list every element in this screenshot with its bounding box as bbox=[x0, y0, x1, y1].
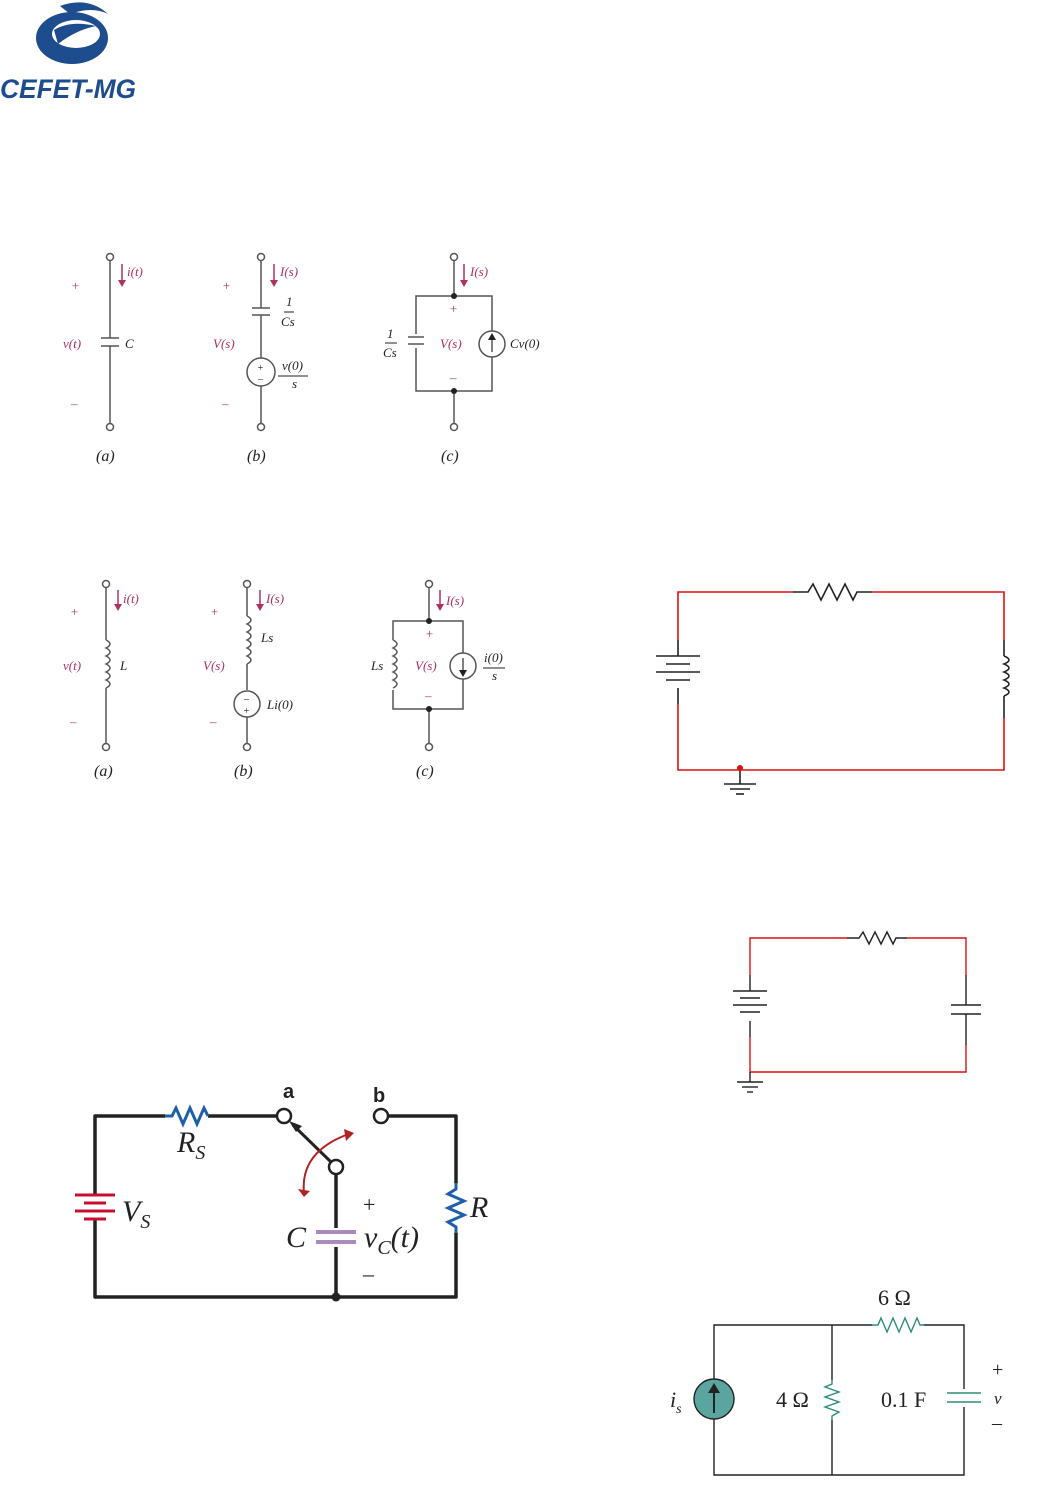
cap-b-plus: + bbox=[222, 278, 231, 293]
cap-b-imp-den: Cs bbox=[281, 314, 295, 329]
ind-c-plus: + bbox=[425, 626, 434, 641]
svg-text:is: is bbox=[670, 1387, 682, 1417]
ind-c-src-num: i(0) bbox=[484, 650, 503, 665]
cap-b-current: I(s) bbox=[279, 264, 298, 279]
cap-b-caption: (b) bbox=[247, 448, 266, 465]
vc-arg: (t) bbox=[391, 1221, 419, 1254]
switch-blade bbox=[289, 1121, 331, 1162]
ind-b-element: Ls bbox=[260, 630, 273, 645]
c-label: C bbox=[286, 1221, 307, 1254]
resistor-6-ohm bbox=[872, 1318, 924, 1332]
cap-b-minus: – bbox=[221, 396, 229, 411]
ind-a-voltage: v(t) bbox=[63, 658, 81, 673]
cap-b-src-num: v(0) bbox=[282, 358, 303, 373]
rc-circuit bbox=[725, 925, 990, 1100]
cap-c-minus: – bbox=[449, 370, 457, 385]
cap-c-imp-num: 1 bbox=[387, 326, 394, 341]
cap-c-current: I(s) bbox=[469, 264, 488, 279]
switch-contact-a bbox=[277, 1109, 291, 1123]
ind-a-element: L bbox=[119, 658, 127, 673]
rl-circuit bbox=[648, 578, 1018, 803]
cefet-mg-logo: CEFET-MG bbox=[0, 0, 150, 105]
cap-a-minus: – bbox=[70, 396, 78, 411]
v-plus: + bbox=[992, 1359, 1003, 1381]
rs-sub: S bbox=[195, 1142, 205, 1164]
ind-c-current: I(s) bbox=[445, 593, 464, 608]
ind-c-minus: – bbox=[424, 688, 432, 703]
ind-a-current: i(t) bbox=[123, 591, 139, 606]
cap-c-src: Cv(0) bbox=[510, 336, 540, 351]
ind-a-caption: (a) bbox=[94, 763, 113, 780]
r-resistor bbox=[448, 1183, 464, 1233]
vc-sub: C bbox=[377, 1237, 391, 1259]
cap-b-src-den: s bbox=[292, 376, 297, 391]
ind-b-voltage: V(s) bbox=[203, 658, 225, 673]
is-sub: s bbox=[676, 1402, 682, 1417]
capacitor-0-1f bbox=[947, 1393, 981, 1402]
rl-resistor bbox=[793, 584, 872, 600]
ind-b-caption: (b) bbox=[234, 763, 253, 780]
vs-sub: S bbox=[140, 1211, 150, 1233]
current-source-icon bbox=[694, 1379, 734, 1419]
cap-c-voltage: V(s) bbox=[440, 336, 462, 351]
ind-c-caption: (c) bbox=[416, 763, 434, 780]
resistor-4-ohm bbox=[825, 1380, 839, 1420]
svg-text:VS: VS bbox=[122, 1195, 150, 1233]
logo-swirl-icon bbox=[36, 2, 108, 64]
switch-contact-b bbox=[374, 1109, 388, 1123]
rl-inductor bbox=[1004, 656, 1009, 696]
ind-a-plus: + bbox=[70, 604, 79, 619]
ind-c-voltage: V(s) bbox=[415, 658, 437, 673]
switch-pivot bbox=[329, 1160, 343, 1174]
switched-rc-circuit: VS RS a b C vC(t) + – R bbox=[60, 1075, 510, 1315]
vc-minus: – bbox=[362, 1261, 375, 1286]
ind-c-element: Ls bbox=[370, 658, 383, 673]
cap-a-voltage: v(t) bbox=[63, 336, 81, 351]
rc-resistor bbox=[847, 932, 907, 944]
cap-a-caption: (a) bbox=[96, 448, 115, 465]
cap-b-voltage: V(s) bbox=[213, 336, 235, 351]
ind-b-src: Li(0) bbox=[266, 697, 293, 712]
cap-c-caption: (c) bbox=[441, 448, 459, 465]
cap-b-src-plus: + bbox=[257, 363, 264, 374]
cap-label: 0.1 F bbox=[881, 1387, 926, 1412]
ind-a-minus: – bbox=[69, 714, 77, 729]
ind-b-src-plus: + bbox=[243, 706, 250, 717]
cap-c-plus: + bbox=[449, 301, 458, 316]
vs-battery bbox=[75, 1195, 115, 1219]
c-capacitor bbox=[316, 1232, 356, 1242]
cap-b-src-minus: – bbox=[257, 374, 264, 385]
cap-b-imp-num: 1 bbox=[286, 294, 293, 309]
cap-c-imp-den: Cs bbox=[383, 345, 397, 360]
svg-text:vC(t): vC(t) bbox=[364, 1221, 419, 1259]
capacitor-models-figure: i(t) + v(t) – C (a) I(s) + V(s) – 1 Cs v… bbox=[55, 250, 565, 475]
inductor-models-figure: i(t) + v(t) – L (a) I(s) + V(s) – Ls Li(… bbox=[55, 578, 525, 783]
ind-c-src-den: s bbox=[492, 668, 497, 683]
rs-label: R bbox=[176, 1126, 195, 1159]
ind-b-plus: + bbox=[210, 604, 219, 619]
vc-label: v bbox=[364, 1221, 378, 1254]
cap-a-element: C bbox=[125, 336, 134, 351]
r1-label: 4 Ω bbox=[776, 1387, 809, 1412]
node-b-label: b bbox=[373, 1085, 385, 1107]
cap-a-current: i(t) bbox=[127, 264, 143, 279]
svg-text:RS: RS bbox=[176, 1126, 205, 1164]
ind-b-src-minus: – bbox=[243, 694, 250, 705]
current-source-circuit: is 4 Ω 6 Ω 0.1 F + v – bbox=[660, 1285, 1020, 1485]
ind-b-current: I(s) bbox=[265, 591, 284, 606]
r2-label: 6 Ω bbox=[878, 1285, 911, 1310]
logo-text: CEFET-MG bbox=[0, 74, 136, 104]
node-a-label: a bbox=[283, 1081, 295, 1103]
r-label: R bbox=[469, 1191, 488, 1224]
ind-b-minus: – bbox=[209, 714, 217, 729]
v-minus: – bbox=[991, 1412, 1003, 1434]
rs-resistor bbox=[165, 1108, 208, 1124]
vc-plus: + bbox=[363, 1192, 375, 1217]
cap-a-plus: + bbox=[71, 278, 80, 293]
v-label: v bbox=[994, 1389, 1002, 1408]
